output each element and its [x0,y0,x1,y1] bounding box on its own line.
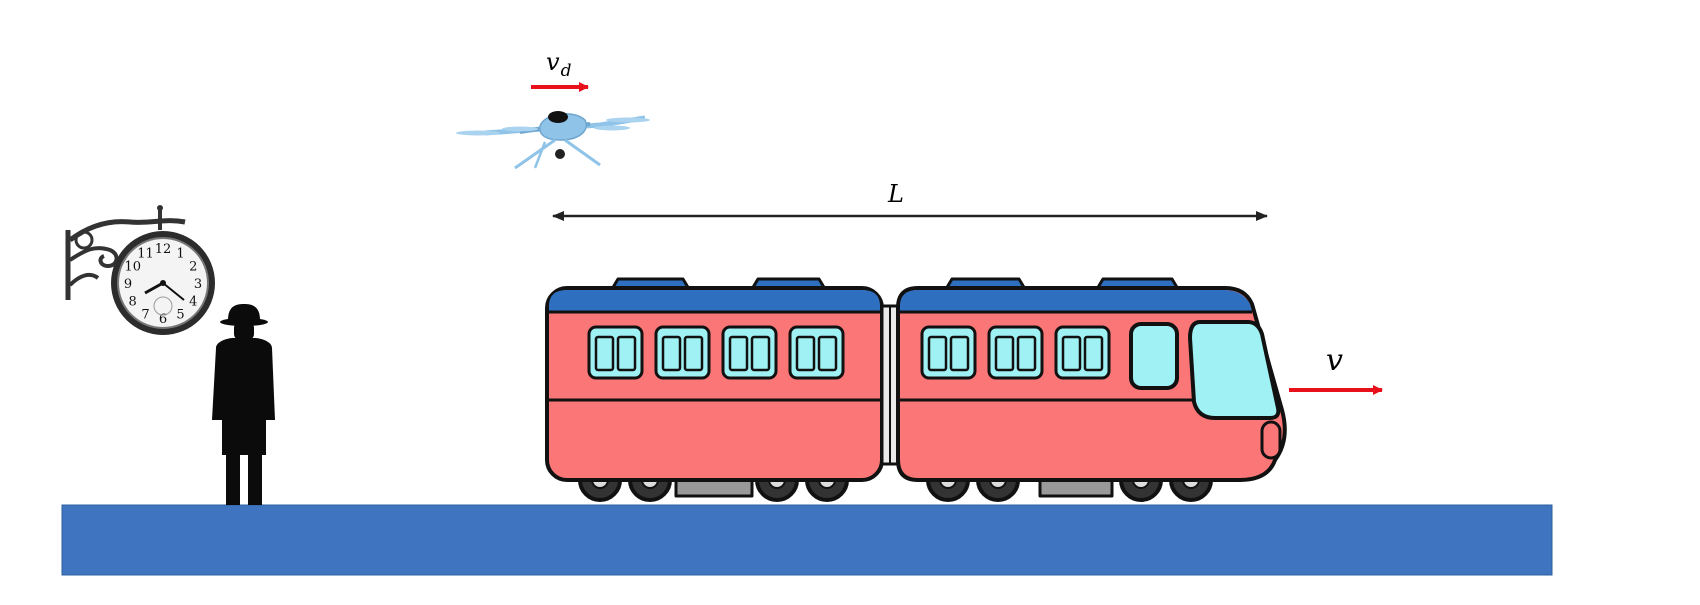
clock-numeral: 8 [129,295,137,310]
length-dimension: L [552,180,1268,221]
train-velocity-vector: v [1289,343,1383,395]
ground-platform [61,504,1553,576]
train-icon [545,277,1287,502]
person-silhouette-icon [212,304,275,505]
clock-numeral: 5 [176,307,184,322]
clock-numeral: 11 [137,247,154,262]
train-velocity-label: v [1326,343,1343,378]
clock-numeral: 4 [189,295,197,310]
drone-velocity-vector: vd [531,48,589,92]
clock-numeral: 7 [141,307,149,322]
drone-velocity-label: vd [546,48,572,81]
clock-numeral: 9 [124,277,132,292]
clock-numeral: 12 [155,242,172,257]
clock-numeral: 3 [194,277,202,292]
clock-numeral: 10 [124,260,141,275]
clock-numeral: 2 [189,260,197,275]
clock-numeral: 1 [176,247,184,262]
clock-numeral: 6 [159,312,167,327]
length-label: L [887,180,904,208]
drone-icon [456,111,650,170]
